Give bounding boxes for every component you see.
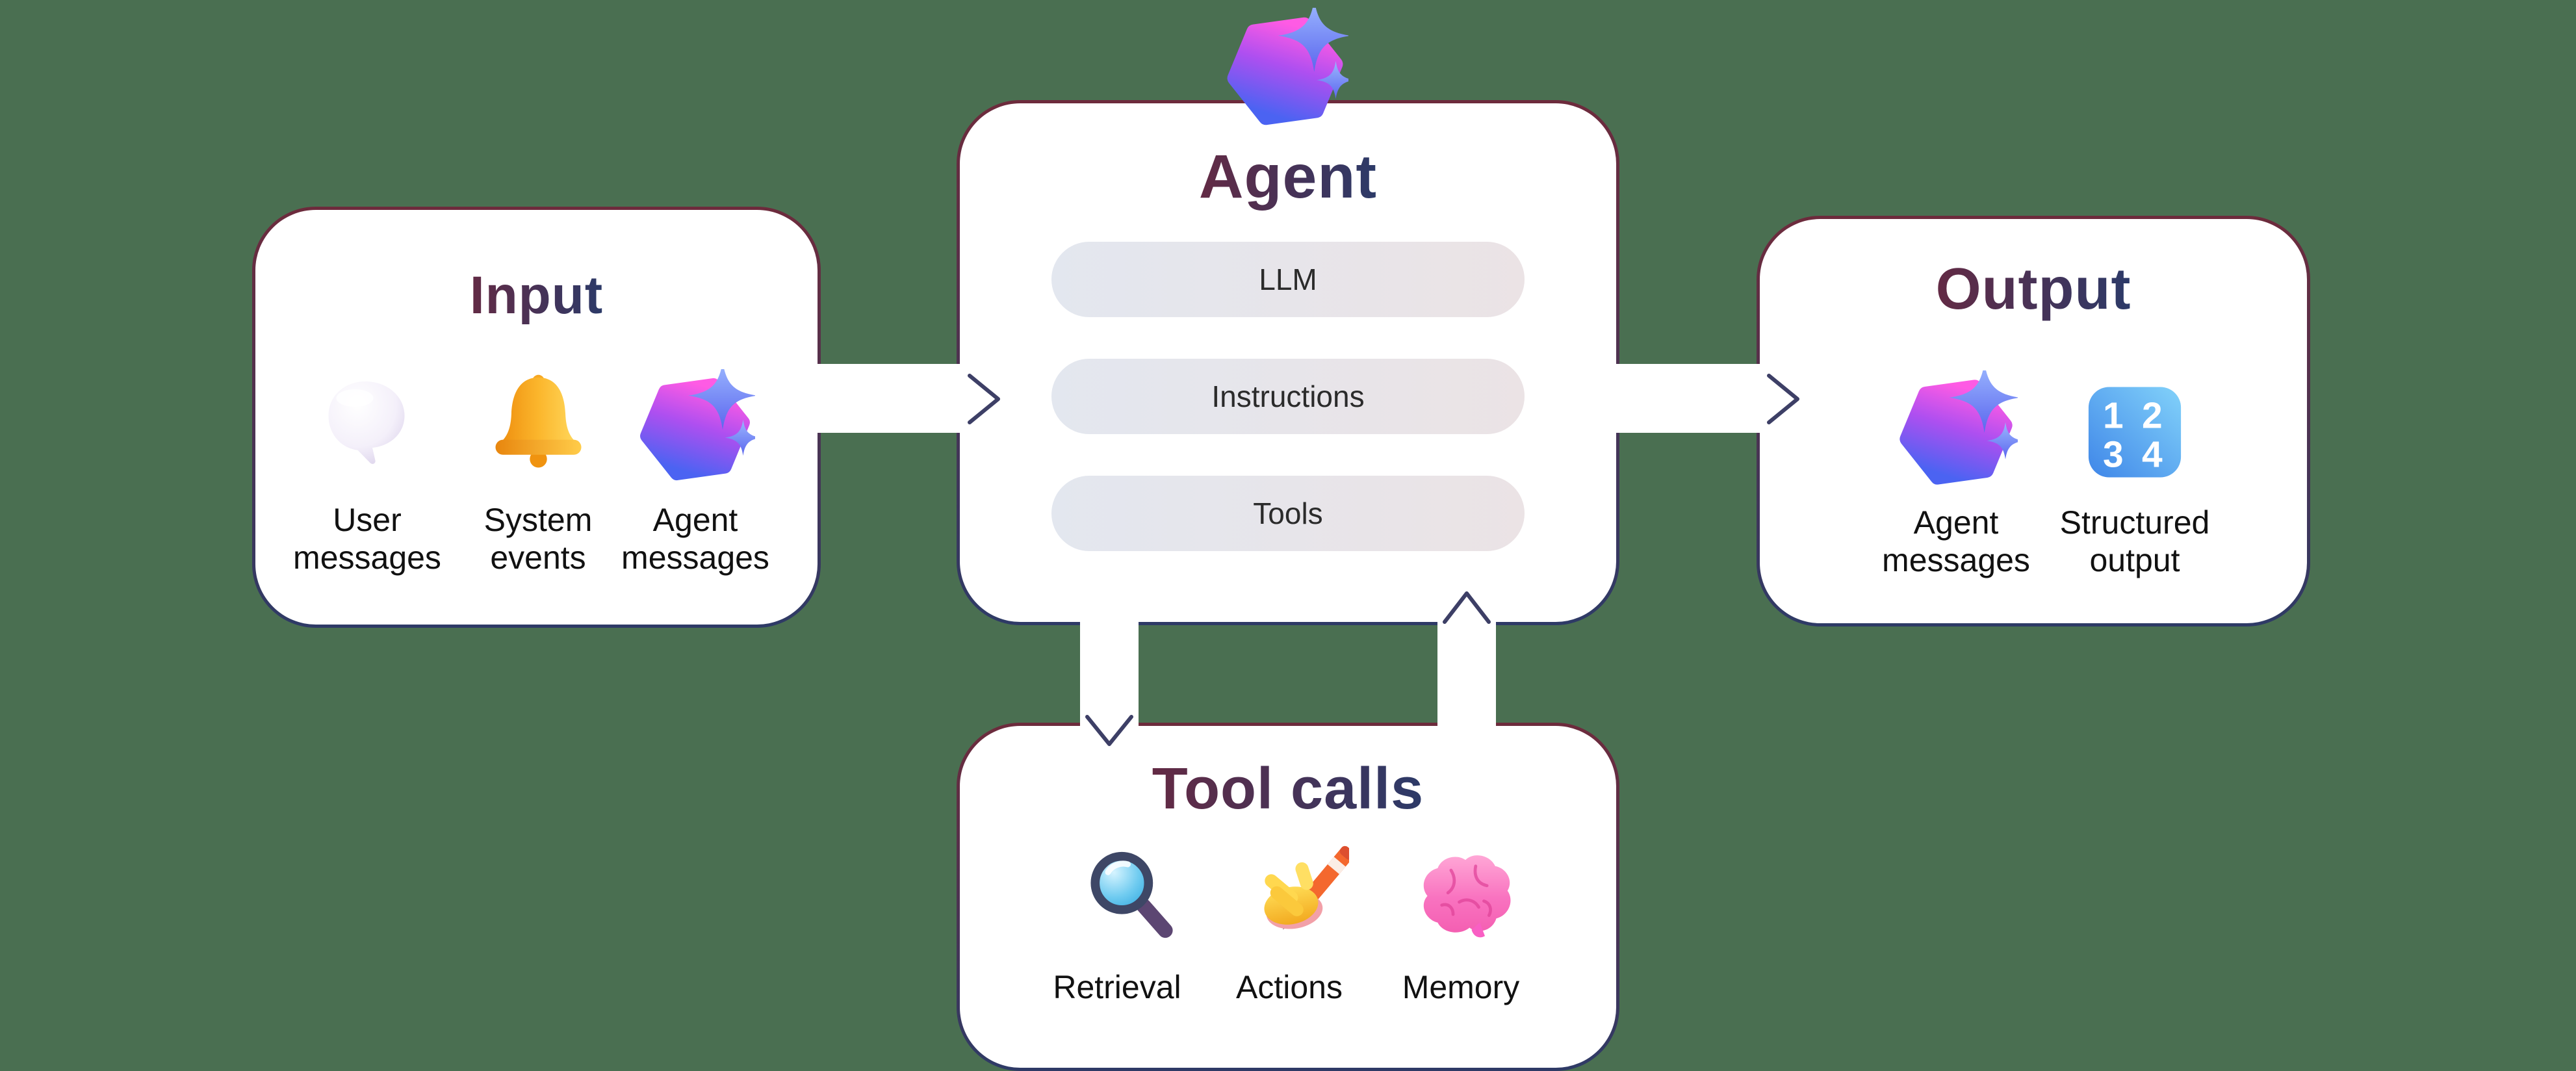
input-box-title: Input [469, 266, 604, 325]
tools-pill-label: Tools [1253, 497, 1323, 530]
tool-calls-item-label: Memory [1402, 969, 1520, 1005]
ai-hexagon-icon [1894, 370, 2018, 494]
output-item-label: Structured output [2059, 504, 2210, 578]
arrow-agent-to-output [1586, 374, 1799, 424]
tool-calls-box-body: Tool calls Retrieval Actions Memory [960, 726, 1616, 1068]
input-box-body: Input User messages System events Agent … [255, 210, 818, 625]
magnifying-glass-icon [1081, 845, 1180, 944]
output-box: Output 1 2 3 4 Agent messages Structured… [1757, 216, 2310, 626]
input-item-label: Agent messages [621, 502, 769, 576]
output-box-title: Output [1935, 256, 2132, 322]
agent-box-title: Agent [1198, 142, 1378, 211]
bell-icon [485, 371, 592, 478]
llm-pill-label: LLM [1259, 263, 1317, 296]
ai-hexagon-icon [635, 369, 755, 489]
arrow-tool-calls-to-agent [1443, 591, 1491, 745]
arrow-input-to-agent [786, 374, 1000, 424]
instructions-pill-label: Instructions [1211, 380, 1365, 413]
tools-pill: Tools [1051, 476, 1525, 551]
ai-hexagon-icon [1222, 8, 1348, 135]
tool-calls-item-label: Retrieval [1053, 969, 1181, 1005]
input-item-label: User messages [293, 502, 441, 576]
output-box-body: Output 1 2 3 4 Agent messages Structured… [1760, 219, 2307, 623]
brain-icon [1414, 844, 1517, 946]
llm-pill: LLM [1051, 242, 1525, 317]
input-item-label: System events [483, 502, 593, 576]
arrow-agent-to-tool-calls [1085, 595, 1133, 746]
tool-calls-box-title: Tool calls [1152, 756, 1424, 821]
output-item-label: Agent messages [1882, 504, 2030, 578]
numbers-row-2: 3 4 [2103, 435, 2167, 476]
writing-hand-icon [1240, 839, 1349, 948]
agent-box-body: Agent LLM Instructions Tools [960, 103, 1616, 622]
speech-balloon-icon [318, 374, 415, 471]
input-numbers-icon: 1 2 3 4 [2083, 381, 2186, 484]
numbers-row-1: 1 2 [2103, 396, 2167, 437]
tool-calls-box: Tool calls Retrieval Actions Memory [957, 723, 1619, 1071]
agent-box: Agent LLM Instructions Tools [957, 100, 1619, 625]
input-box: Input User messages System events Agent … [252, 207, 821, 628]
tool-calls-item-label: Actions [1236, 969, 1343, 1005]
instructions-pill: Instructions [1051, 359, 1525, 434]
